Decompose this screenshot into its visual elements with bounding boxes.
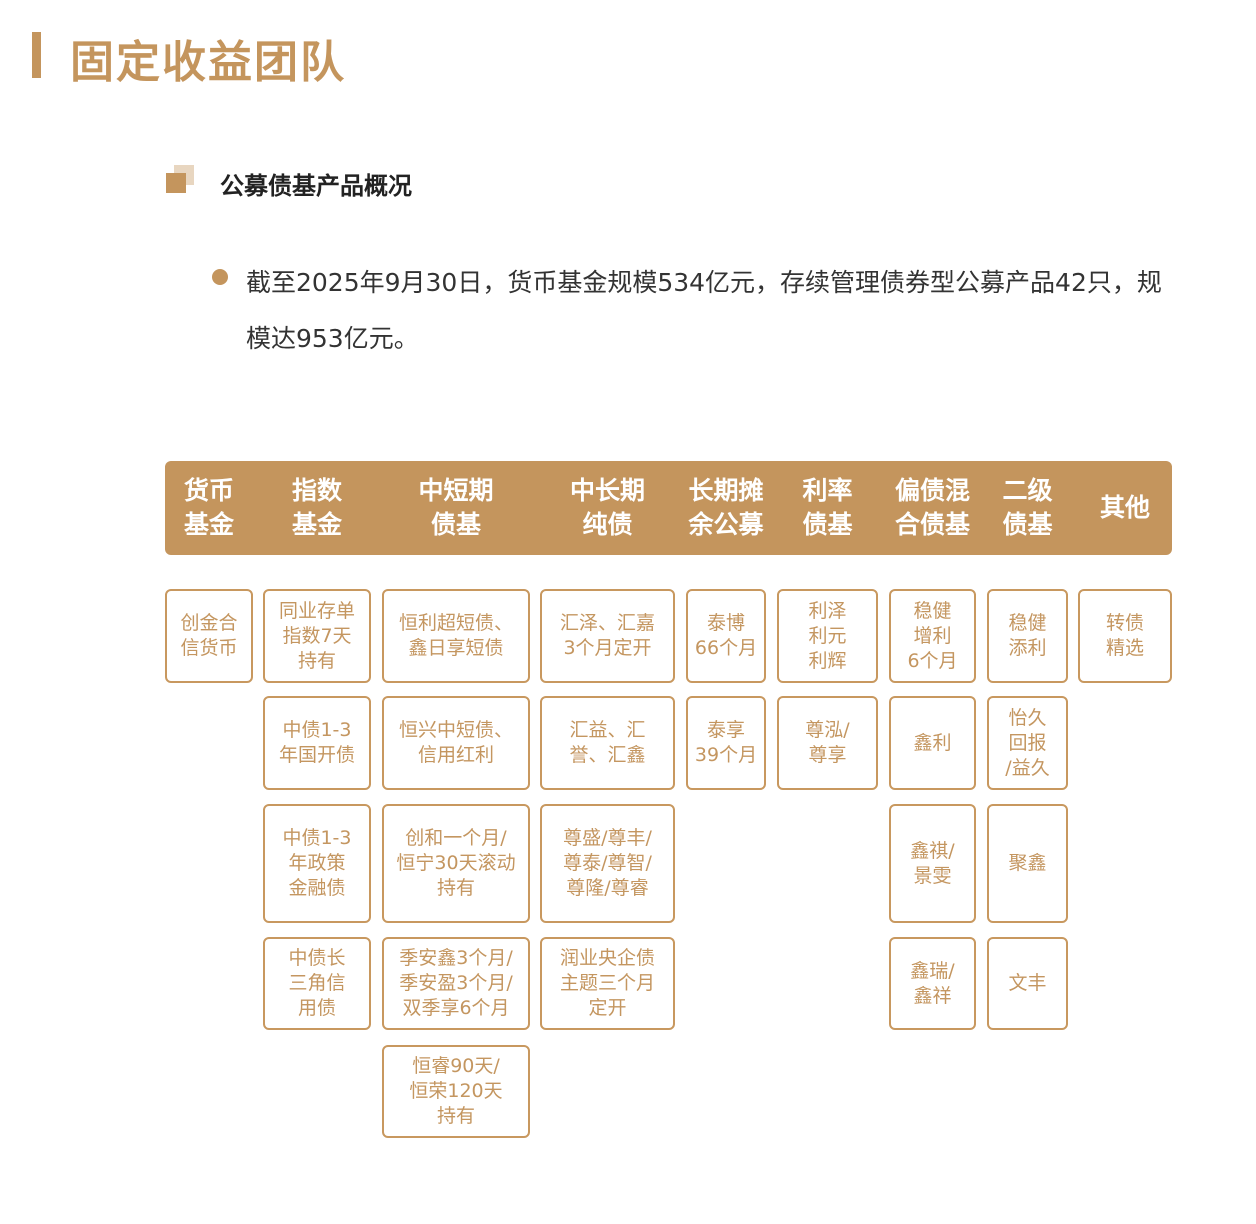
column-header: 偏债混 合债基 bbox=[894, 476, 970, 539]
product-cell: 转债 精选 bbox=[1078, 589, 1172, 683]
product-cell: 聚鑫 bbox=[987, 804, 1068, 923]
product-cell: 创金合 信货币 bbox=[165, 589, 253, 683]
product-cell: 中债1-3 年政策 金融债 bbox=[263, 804, 371, 923]
column-header: 利率 债基 bbox=[802, 476, 853, 539]
column-header: 中长期 纯债 bbox=[569, 476, 645, 539]
bullet-dot-icon bbox=[212, 269, 228, 285]
column-header: 指数 基金 bbox=[291, 476, 342, 539]
product-cell: 季安鑫3个月/ 季安盈3个月/ 双季享6个月 bbox=[382, 937, 530, 1030]
product-cell: 尊盛/尊丰/ 尊泰/尊智/ 尊隆/尊睿 bbox=[540, 804, 675, 923]
column-header: 货币 基金 bbox=[183, 476, 234, 539]
section-square-icon bbox=[166, 165, 194, 193]
product-cell: 文丰 bbox=[987, 937, 1068, 1030]
category-header-bar: 货币 基金 指数 基金 中短期 债基 中长期 纯债长期摊 余公募利率 债基偏债混 合债… bbox=[165, 461, 1172, 555]
product-cell: 泰博 66个月 bbox=[686, 589, 766, 683]
product-cell: 恒睿90天/ 恒荣120天 持有 bbox=[382, 1045, 530, 1138]
product-cell: 鑫瑞/ 鑫祥 bbox=[889, 937, 976, 1030]
column-header: 长期摊 余公募 bbox=[688, 476, 764, 539]
product-cell: 稳健 添利 bbox=[987, 589, 1068, 683]
product-cell: 鑫祺/ 景雯 bbox=[889, 804, 976, 923]
column-header: 二级 债基 bbox=[1002, 476, 1053, 539]
product-cell: 利泽 利元 利辉 bbox=[777, 589, 878, 683]
product-cell: 尊泓/ 尊享 bbox=[777, 696, 878, 790]
product-cell: 恒兴中短债、 信用红利 bbox=[382, 696, 530, 790]
product-cell: 怡久 回报 /益久 bbox=[987, 696, 1068, 790]
product-cell: 稳健 增利 6个月 bbox=[889, 589, 976, 683]
column-header: 中短期 债基 bbox=[418, 476, 494, 539]
product-cell: 中债1-3 年国开债 bbox=[263, 696, 371, 790]
product-cell: 中债长 三角信 用债 bbox=[263, 937, 371, 1030]
product-cell: 汇泽、汇嘉 3个月定开 bbox=[540, 589, 675, 683]
product-cell: 创和一个月/ 恒宁30天滚动 持有 bbox=[382, 804, 530, 923]
product-cell: 恒利超短债、 鑫日享短债 bbox=[382, 589, 530, 683]
product-cell: 泰享 39个月 bbox=[686, 696, 766, 790]
title-accent-bar bbox=[32, 32, 41, 78]
column-header: 其他 bbox=[1099, 493, 1150, 522]
summary-paragraph: 截至2025年9月30日，货币基金规模534亿元，存续管理债券型公募产品42只，… bbox=[246, 268, 1162, 353]
product-cell: 鑫利 bbox=[889, 696, 976, 790]
page-title: 固定收益团队 bbox=[70, 37, 346, 88]
product-cell: 汇益、汇 誉、汇鑫 bbox=[540, 696, 675, 790]
product-cell: 同业存单 指数7天 持有 bbox=[263, 589, 371, 683]
product-cell: 润业央企债 主题三个月 定开 bbox=[540, 937, 675, 1030]
section-title: 公募债基产品概况 bbox=[220, 172, 412, 200]
